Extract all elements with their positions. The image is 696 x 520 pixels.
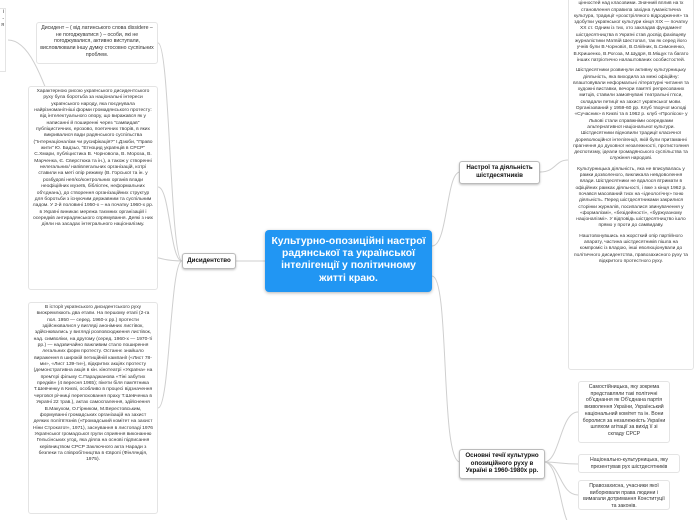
link-center-theatre — [431, 171, 461, 247]
note-cultural-current[interactable]: Національно-культурницька, яку презентув… — [578, 454, 680, 473]
link-dissidence-definition — [157, 42, 183, 262]
note-text: В історії українського дисидентського ру… — [32, 305, 154, 463]
branch-sixties-mood-label: Настрої та діяльність шістдесятників — [466, 164, 533, 179]
note-text: Правозахисна, учасники якої виборювали п… — [583, 483, 665, 510]
note-independence-current[interactable]: Самостійницька, яку зокрема представляли… — [578, 381, 670, 443]
branch-opposition-currents[interactable]: Основні течії культурно опозиційного рух… — [459, 449, 545, 479]
link-currents-cultural — [543, 461, 579, 465]
link-dissidence-character — [157, 186, 183, 262]
note-paragraph: Наштовхнувшись на жорсткий опір партійно… — [573, 233, 688, 264]
note-dissident-history[interactable]: В історії українського дисидентського ру… — [28, 302, 158, 514]
note-human-rights-current[interactable]: Правозахисна, учасники якої виборювали п… — [578, 480, 670, 510]
link-theatre-sixties — [539, 159, 569, 173]
central-topic[interactable]: Культурно-опозиційні настрої радянської … — [265, 230, 432, 292]
offscreen-note-edge: і - я — [0, 8, 6, 72]
branch-dissidence[interactable]: Дисидентство — [182, 253, 236, 269]
central-topic-title: Культурно-опозиційні настрої радянської … — [271, 236, 426, 284]
note-text: Характерною рисою українського дисидентс… — [32, 89, 154, 228]
note-paragraph: Культурницька діяльність, яка не вписува… — [575, 166, 687, 229]
note-dissident-definition[interactable]: Дисидент – ( від латинського слова dissi… — [36, 22, 158, 64]
note-text: Самостійницька, яку зокрема представляли… — [582, 384, 666, 437]
link-currents-offscreen — [543, 461, 568, 520]
note-text: Дисидент – ( від латинського слова dissi… — [40, 25, 154, 58]
branch-dissidence-label: Дисидентство — [187, 257, 231, 264]
link-center-currents — [431, 275, 461, 463]
branch-sixties-mood[interactable]: Настрої та діяльність шістдесятників — [459, 161, 540, 184]
edge-stub-line: я — [1, 22, 4, 29]
link-currents-rights — [543, 461, 579, 496]
note-paragraph: Шістдесятники розвинули активну культурн… — [573, 68, 689, 162]
edge-stub-line: - — [2, 15, 4, 22]
edge-stub-line: і — [2, 9, 4, 15]
note-text: Національно-культурницька, яку презентув… — [590, 457, 668, 470]
note-paragraph: Культурним поворотом, прагнуті загальнол… — [573, 1, 689, 63]
note-dissident-character[interactable]: Характерною рисою українського дисидентс… — [28, 86, 158, 290]
branch-opposition-currents-label: Основні течії культурно опозиційного рух… — [465, 452, 539, 475]
link-currents-samostiyna — [543, 411, 579, 463]
link-dissidence-history — [157, 260, 183, 409]
note-sixties-activity[interactable]: Культурним поворотом, прагнуті загальнол… — [568, 0, 694, 370]
